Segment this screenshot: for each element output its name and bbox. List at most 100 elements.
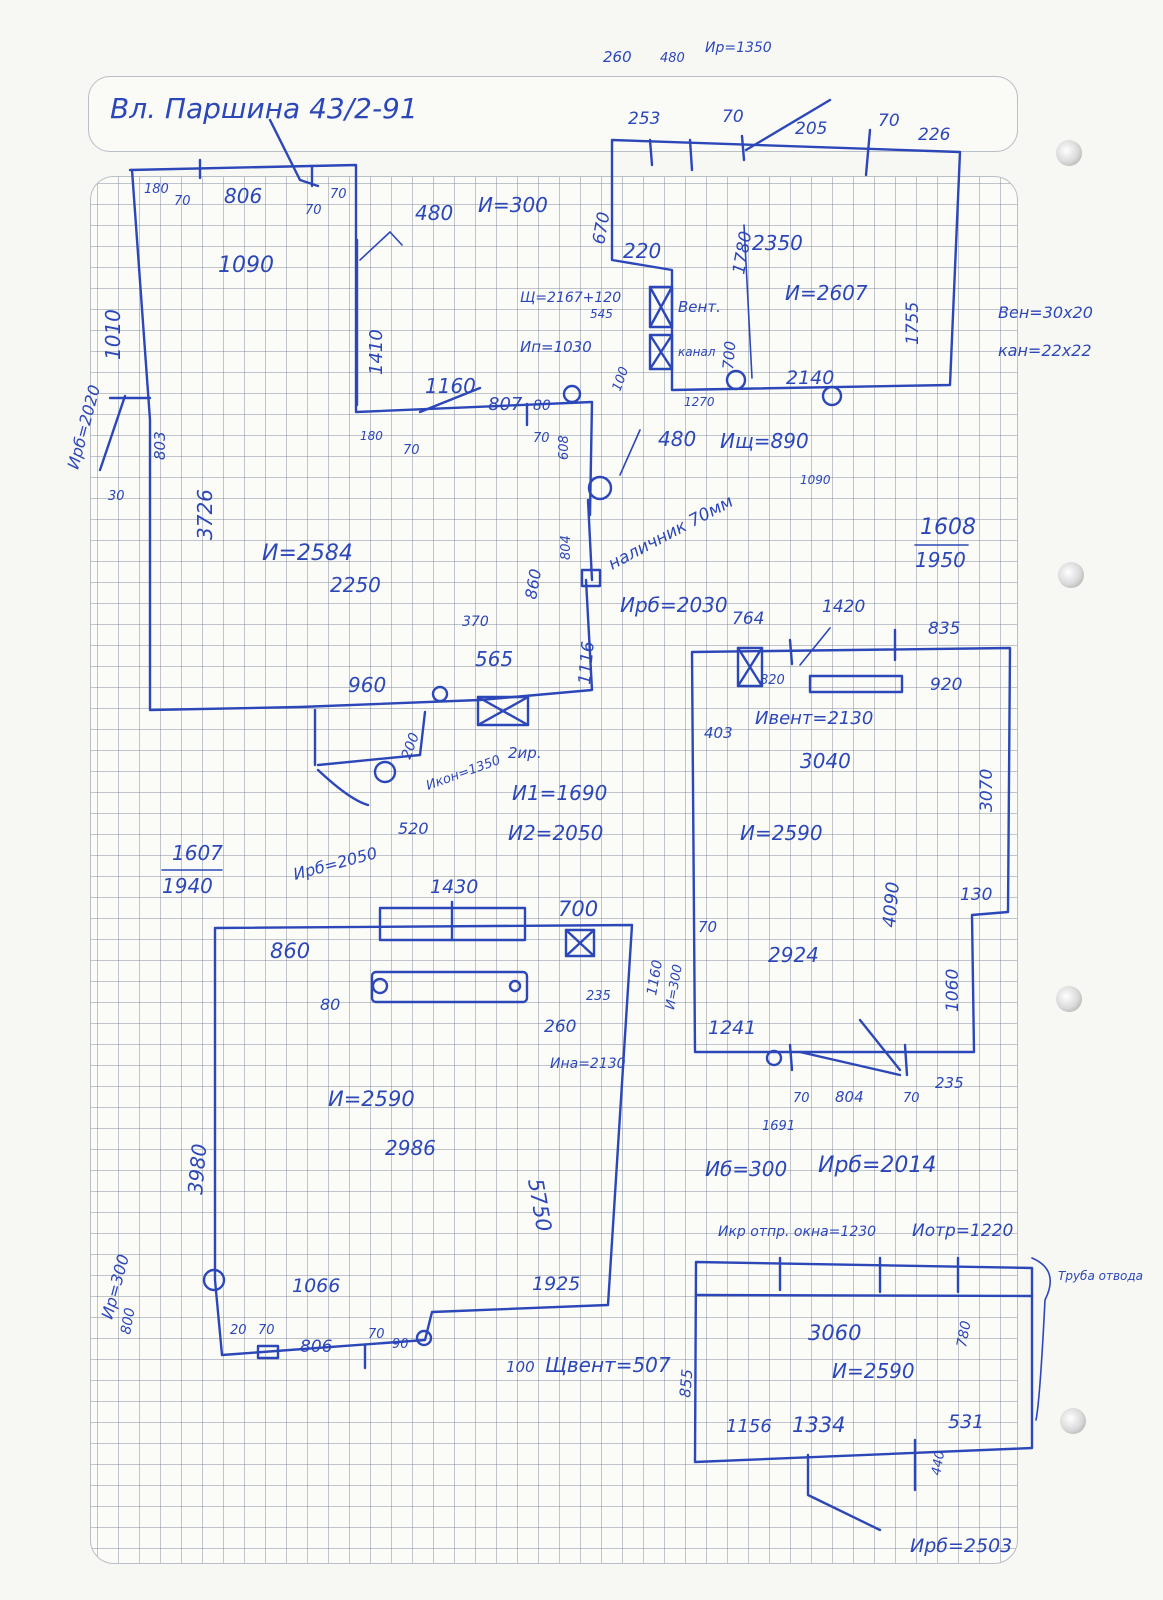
dim-label: 1410 (366, 329, 387, 375)
dim-label: 1691 (762, 1119, 795, 1134)
dim-label: 1116 (575, 640, 599, 685)
dim-label: 1940 (162, 874, 213, 898)
dim-label: 3980 (183, 1143, 211, 1196)
binder-hole-icon (1058, 562, 1084, 588)
dim-label: 1010 (101, 309, 125, 360)
dim-label: 70 (698, 918, 717, 936)
note-label: кан=22х22 (998, 341, 1092, 360)
dim-label: 804 (835, 1088, 864, 1106)
dim-label: 70 (305, 203, 322, 218)
dim-label: 1156 (726, 1416, 772, 1437)
dim-label: 860 (270, 939, 310, 963)
room-1-bottom-details (313, 685, 530, 807)
dim-label: 226 (918, 125, 951, 145)
dim-label: 70 (258, 1323, 275, 1338)
dim-label: 4090 (879, 881, 904, 928)
note-label: Вен=30х20 (998, 303, 1093, 322)
dim-label: 1420 (822, 597, 865, 617)
dim-label: И=300 (478, 193, 548, 217)
height-label: Щвент=507 (545, 1353, 671, 1377)
dim-label: 700 (558, 897, 598, 921)
height-label: Ирб=2014 (818, 1153, 936, 1178)
dim-label: 545 (590, 307, 613, 321)
dim-label: 1060 (943, 969, 963, 1012)
dim-label: 1925 (532, 1273, 580, 1295)
height-label: Ирб=2050 (291, 843, 379, 884)
room-outline-upper-right (610, 98, 962, 407)
dim-label: 5750 (523, 1177, 556, 1234)
dim-label: 520 (398, 819, 429, 838)
dim-label: 2140 (786, 367, 834, 389)
note-label: 2ир. (508, 744, 542, 762)
dim-label: 20 (230, 1323, 247, 1338)
dim-label: 2986 (385, 1136, 436, 1160)
binder-hole-icon (1056, 140, 1082, 166)
dim-label: 764 (732, 609, 764, 629)
room-1-annotations: 260 480 Ир=1350 253 70 205 70 226 180 70… (64, 40, 951, 884)
dim-label: 1160 (644, 959, 666, 997)
height-label: Ищ=890 (720, 429, 809, 453)
dim-label: 2250 (330, 573, 381, 597)
dim-label: 80 (533, 398, 551, 414)
dim-label: 2350 (752, 231, 803, 255)
dim-label: 1334 (792, 1413, 845, 1437)
dim-label: 1066 (292, 1275, 340, 1297)
dim-label: 1950 (915, 548, 966, 572)
dim-label: 235 (586, 989, 611, 1004)
dim-label: 440 (929, 1450, 948, 1477)
room-2-annotations: 670 220 1780 2350 И=2607 1755 Щ=2167+120… (520, 210, 1093, 487)
dim-label: 70 (878, 111, 900, 131)
binder-hole-icon (1060, 1408, 1086, 1434)
dim-label: 700 (719, 340, 739, 370)
height-label: Ирб=2030 (620, 593, 728, 617)
dim-label: 2924 (768, 943, 819, 967)
dim-label: Ирб=2020 (64, 383, 105, 471)
height-label: Ивент=2130 (755, 708, 873, 729)
height-label: Иб=300 (705, 1157, 787, 1181)
height-label: Икр отпр. окна=1230 (718, 1224, 876, 1240)
dim-label: 70 (793, 1091, 810, 1106)
dim-label: 3060 (808, 1321, 861, 1345)
dim-label: 130 (960, 885, 992, 905)
height-label: И=300 (663, 963, 686, 1010)
binder-hole-icon (1056, 986, 1082, 1012)
dim-label: 1607 (172, 841, 223, 865)
dim-label: 803 (151, 431, 169, 460)
dim-label: 30 (108, 489, 125, 504)
height-label: И1=1690 (512, 781, 607, 805)
height-label: И=2607 (785, 281, 868, 305)
dim-label: 205 (795, 119, 827, 139)
dim-label: 220 (623, 239, 661, 263)
dim-label: 835 (928, 619, 960, 639)
dim-label: Ир=1350 (705, 40, 772, 56)
height-label: Щ=2167+120 (520, 290, 621, 306)
dim-label: 253 (628, 109, 660, 129)
header-title-group: Вл. Паршина 43/2-91 (110, 92, 418, 125)
dim-label: 1241 (708, 1017, 756, 1039)
dim-label: 531 (948, 1411, 984, 1433)
dim-label: 180 (360, 429, 383, 443)
dim-label: 960 (348, 673, 386, 697)
dim-label: 403 (704, 724, 733, 742)
dim-label: 608 (557, 435, 572, 460)
dim-label: 235 (935, 1074, 964, 1092)
dim-label: 260 (603, 48, 632, 66)
height-label: И=2590 (832, 1359, 915, 1383)
room-outline-lower-right (693, 1256, 1052, 1532)
dim-label: 807 (488, 394, 523, 415)
dim-label: 370 (462, 614, 489, 630)
dim-label: 800 (118, 1307, 138, 1336)
height-label: Ип=1030 (520, 338, 592, 356)
note-label: наличник 70мм (605, 492, 737, 575)
height-label: Ирб=2503 (910, 1535, 1012, 1557)
room-4-annotations: 1607 1940 1430 700 860 80 235 260 1160 И… (98, 841, 686, 1377)
dim-label: 480 (658, 427, 696, 451)
dim-label: 806 (300, 1337, 333, 1357)
dim-label: 3070 (977, 769, 997, 812)
height-label: И2=2050 (508, 821, 603, 845)
dim-label: 3726 (193, 489, 217, 540)
dim-label: 3040 (800, 749, 851, 773)
dim-label: 855 (676, 1368, 696, 1398)
